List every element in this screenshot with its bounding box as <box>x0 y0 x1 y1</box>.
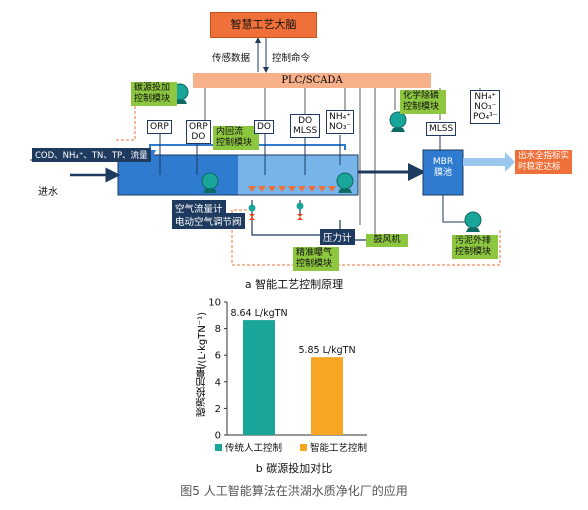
legend-label: 智能工艺控制 <box>310 442 367 454</box>
air-valves <box>249 214 303 220</box>
control-command-label: 控制命令 <box>272 53 311 64</box>
nh-no-po-sensor: NH₄⁺ NO₃⁻ PO₄³⁻ <box>470 90 501 124</box>
mlss-sensor: MLSS <box>426 122 457 136</box>
y-tick-label: 10 <box>208 298 221 309</box>
y-tick-label: 0 <box>215 431 221 442</box>
influent-params-label: COD、NH₄⁺、TN、TP、流量 <box>32 148 151 162</box>
smart-process-brain: 智慧工艺大脑 <box>210 12 317 38</box>
caption-a: a 智能工艺控制原理 <box>244 278 344 291</box>
legend-label: 传统人工控制 <box>225 442 282 454</box>
plc-scada-label: PLC/SCADA <box>281 75 343 86</box>
do-sensor: DO <box>254 120 275 134</box>
y-tick-label: 2 <box>215 404 221 415</box>
pressure-meter-label: 压力计 <box>320 229 355 245</box>
aeration-dashed-line <box>231 209 501 266</box>
diffusers <box>248 186 336 192</box>
carbon-dosing-module: 碳源投加 控制模块 <box>131 82 177 106</box>
sensor-data-label: 传感数据 <box>212 53 251 64</box>
pump-icon <box>201 172 219 193</box>
aerobic-tank <box>238 155 358 195</box>
pump-icon <box>336 172 354 193</box>
data-label: 5.85 L/kgTN <box>298 345 355 356</box>
legend-swatch <box>300 444 307 451</box>
blower: 鼓风机 <box>366 234 408 247</box>
orp-sensor: ORP <box>147 120 172 134</box>
influent-label: 进水 <box>38 187 58 198</box>
bar <box>311 357 343 435</box>
y-tick-label: 4 <box>215 377 221 388</box>
sludge-discharge-module: 污泥外排 控制模块 <box>452 235 498 259</box>
nh-no-sensor: NH₄⁺ NO₃⁻ <box>326 110 355 134</box>
y-tick-label: 6 <box>215 351 221 362</box>
orp-do-sensor: ORP DO <box>186 120 211 144</box>
effluent-arrow <box>463 152 515 172</box>
y-tick-label: 8 <box>215 324 221 335</box>
air-flow-meter-label: 空气流量计 <box>172 200 226 216</box>
pump-icon <box>389 111 407 132</box>
chemical-p-removal-module: 化学除磷 控制模块 <box>400 90 446 114</box>
pump-icon <box>464 211 482 232</box>
carbon-dosing-chart: 0 2 4 6 8 10 8.64 L/kgTN 5.85 L/kgTN 传统人工控制 智能工艺控… <box>208 298 367 455</box>
figure-title: 图5 人工智能算法在洪湖水质净化厂的应用 <box>180 484 408 498</box>
internal-reflux-module: 内回流 控制模块 <box>213 126 259 150</box>
plc-bar <box>193 73 431 88</box>
precise-aeration-module: 精准曝气 控制模块 <box>293 247 339 271</box>
do-mlss-sensor: DO MLSS <box>290 114 321 138</box>
electric-air-valve-label: 电动空气调节阀 <box>172 213 245 229</box>
effluent-label: 出水全指标实 时稳定达标 <box>515 150 573 174</box>
data-label: 8.64 L/kgTN <box>230 308 287 319</box>
mbr-tank <box>422 149 464 196</box>
mbr-label: MBR 膜池 <box>432 157 454 178</box>
bar <box>243 320 275 435</box>
caption-b: b 碳源投加对比 <box>255 462 333 475</box>
legend-swatch <box>215 444 222 451</box>
